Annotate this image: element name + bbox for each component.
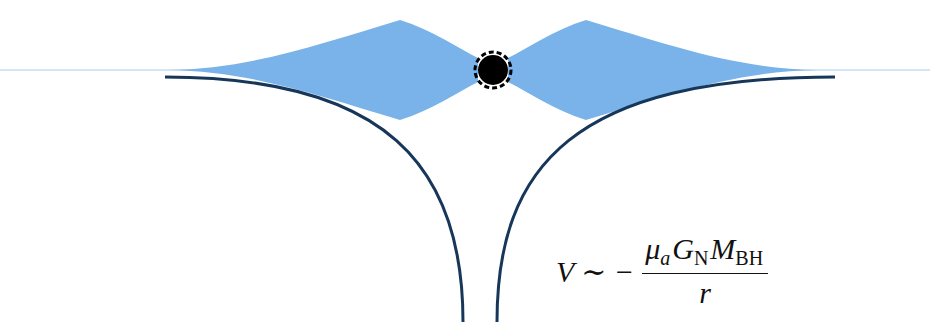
black-hole — [478, 55, 508, 85]
formula-numerator: μaGNMBH — [642, 232, 768, 273]
formula-denominator-box: r — [699, 274, 711, 310]
potential-curve — [497, 77, 835, 322]
formula-subscript: N — [694, 247, 708, 269]
formula-symbol: G — [672, 232, 694, 265]
formula-subscript: a — [660, 247, 670, 269]
formula-symbol: μ — [645, 232, 660, 265]
potential-formula: V ∼ −μaGNMBHr — [556, 232, 768, 310]
formula-fraction: μaGNMBHr — [642, 232, 768, 310]
formula-denominator: r — [699, 276, 711, 309]
cloud-lobe — [508, 20, 818, 120]
formula-symbol: M — [710, 232, 735, 265]
cloud-lobe — [168, 20, 478, 120]
potential-curve — [165, 77, 463, 322]
formula-left: V ∼ − — [556, 254, 642, 289]
horizon-ring — [475, 52, 511, 88]
fraction-bar — [642, 273, 768, 274]
formula-subscript: BH — [735, 247, 763, 269]
formula-lhs: V ∼ − — [556, 255, 634, 288]
